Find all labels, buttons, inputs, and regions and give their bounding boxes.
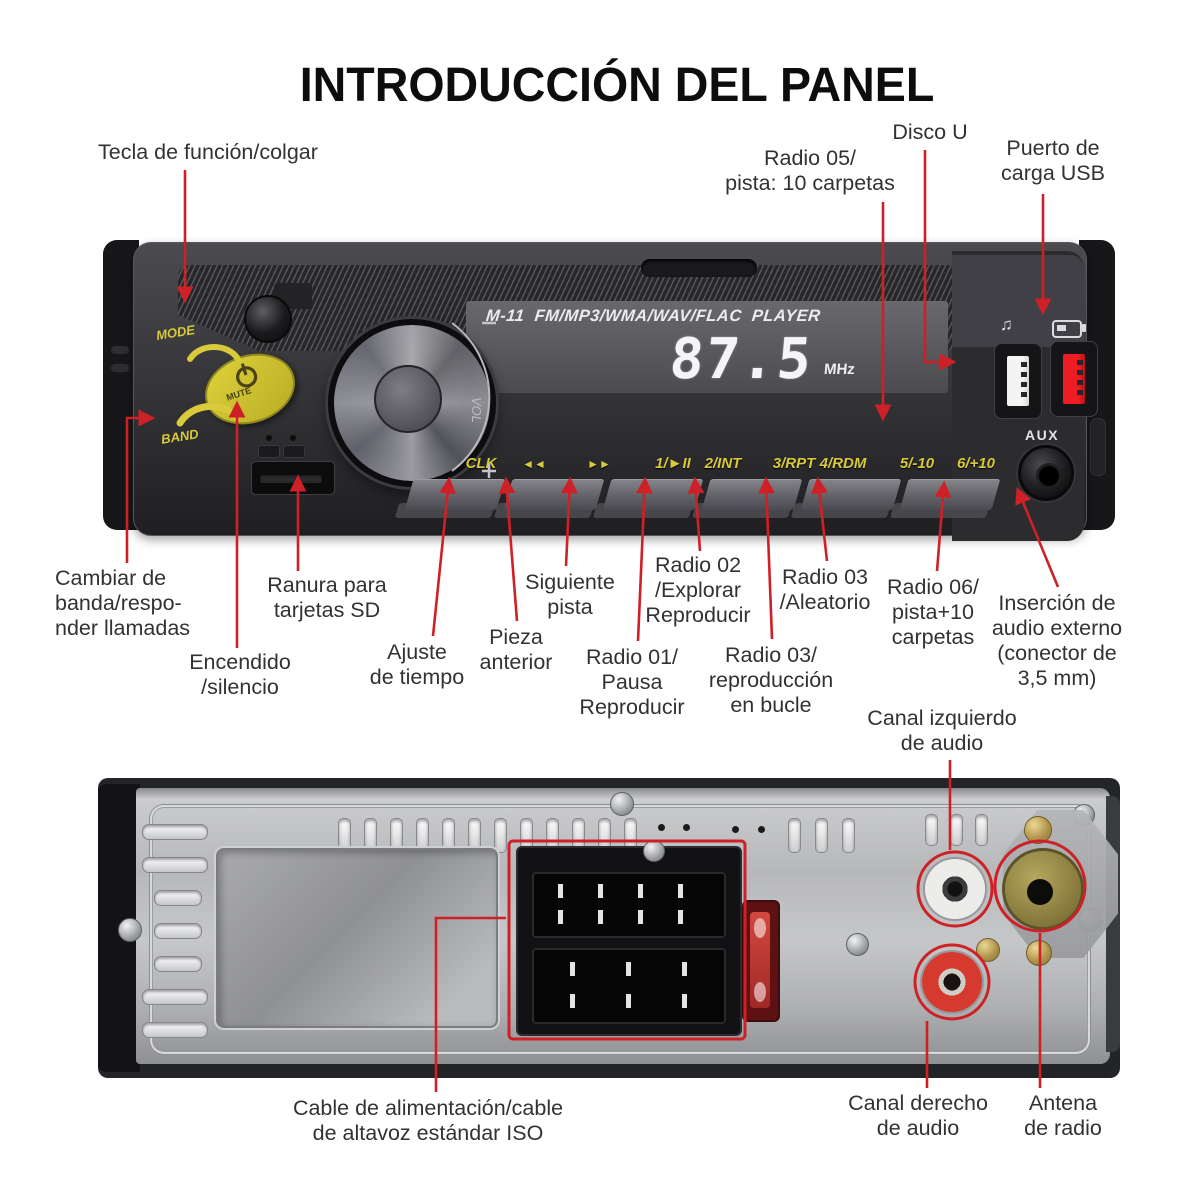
mini-button <box>258 445 280 458</box>
knob-hub <box>374 365 442 433</box>
vent-slot <box>975 814 988 846</box>
callout-right-channel: Canal derecho de audio <box>848 1091 988 1140</box>
usb-port-charging <box>1050 341 1098 417</box>
front-panel-glyphs: VOL <box>176 321 496 478</box>
stereo-back-panel <box>98 778 1120 1078</box>
battery-charge-icon <box>1052 320 1086 338</box>
vent-slot <box>494 818 507 853</box>
callout-time-adjust: Ajuste de tiempo <box>369 640 465 689</box>
usb-port-music <box>994 343 1042 419</box>
gold-screw <box>1026 940 1052 966</box>
iso-connector-block <box>516 846 742 1036</box>
band-phone-icon <box>176 402 240 427</box>
top-vent-slot <box>641 259 757 277</box>
vent-pill <box>154 923 202 939</box>
power-icon <box>236 363 258 388</box>
led-dot <box>266 435 272 441</box>
sleeve-slot <box>111 364 129 372</box>
key-5-minus10: 5/-10 <box>899 455 935 472</box>
stereo-front-panel: M-11 FM/MP3/WMA/WAV/FLAC PLAYER 87.5 MHz… <box>103 228 1115 541</box>
right-upper-band <box>952 255 1084 347</box>
callout-antenna: Antena de radio <box>1024 1091 1102 1140</box>
callout-aux-in: Inserción de audio externo (conector de … <box>991 591 1123 690</box>
callout-function-key: Tecla de función/colgar <box>98 140 318 164</box>
next-track-key: ►► <box>587 457 611 471</box>
callout-radio01: Radio 01/ Pausa Reproducir <box>579 645 685 719</box>
radio-antenna-jack <box>1002 848 1084 930</box>
callout-radio05: Radio 05/ pista: 10 carpetas <box>725 146 895 195</box>
screw <box>118 918 142 942</box>
page-title: INTRODUCCIÓN DEL PANEL <box>299 59 935 112</box>
sleeve-slot <box>1090 418 1106 476</box>
key-2-int: 2/INT <box>704 455 742 472</box>
front-face: M-11 FM/MP3/WMA/WAV/FLAC PLAYER 87.5 MHz… <box>133 242 1098 541</box>
volume-knob <box>328 319 496 487</box>
vol-label: VOL <box>469 397 484 423</box>
callout-radio02: Radio 02 /Explorar Reproducir <box>645 553 751 627</box>
iso-socket-lower <box>532 948 726 1024</box>
recessed-plate <box>216 848 498 1028</box>
sleeve-slot <box>111 346 129 354</box>
vent-pill <box>154 956 202 972</box>
key-6-plus10: 6/+10 <box>957 455 995 472</box>
callout-radio03-loop: Radio 03/ reproducción en bucle <box>708 643 834 717</box>
vent-pill <box>142 989 208 1005</box>
screw <box>846 933 869 956</box>
ir-sensor <box>244 295 292 343</box>
callout-sd-slot: Ranura para tarjetas SD <box>267 573 387 622</box>
vol-arc <box>451 322 491 472</box>
callout-usb-charge: Puerto de carga USB <box>1001 136 1105 185</box>
rca-jack-left-audio <box>925 859 985 919</box>
vent-pill <box>142 1022 208 1038</box>
gold-screw <box>1024 816 1052 844</box>
panel-hole <box>758 826 765 833</box>
panel-hole <box>658 824 665 831</box>
vent-pill <box>142 857 208 873</box>
vent-slot <box>950 814 963 846</box>
screw <box>610 792 634 816</box>
rca-jack-right-audio <box>922 952 982 1012</box>
music-note-icon: ♫ <box>1000 315 1013 334</box>
callout-next-track: Siguiente pista <box>525 570 615 619</box>
lcd-display <box>466 301 948 393</box>
vent-slot <box>925 814 938 846</box>
key-3-rpt: 3/RPT <box>772 455 816 472</box>
key-1-play-pause: 1/►II <box>655 455 691 472</box>
vent-slot <box>815 818 828 853</box>
callout-band-change: Cambiar de banda/respo- nder llamadas <box>55 566 191 640</box>
aux-label: AUX <box>1024 427 1060 443</box>
vent-pill <box>154 890 202 906</box>
panel-hole <box>683 824 690 831</box>
prev-track-key: ◄◄ <box>522 457 546 471</box>
mode-phone-icon <box>187 344 241 362</box>
callout-disco-u: Disco U <box>892 120 968 144</box>
led-dot <box>290 435 296 441</box>
iso-socket-upper <box>532 872 726 938</box>
vent-slot <box>842 818 855 853</box>
mini-button <box>283 445 305 458</box>
screw <box>643 840 665 862</box>
callout-iso-cable: Cable de alimentación/cable de altavoz e… <box>292 1096 564 1145</box>
key-4-rdm: 4/RDM <box>819 455 867 472</box>
callout-radio03-random: Radio 03 /Aleatorio <box>779 565 871 614</box>
callout-power-mute: Encendido /silencio <box>189 650 291 699</box>
gold-screw <box>976 938 1000 962</box>
panel-hole <box>732 826 739 833</box>
vent-slot <box>788 818 801 853</box>
callout-prev-track: Pieza anterior <box>479 625 553 674</box>
callout-left-channel: Canal izquierdo de audio <box>867 706 1017 755</box>
callout-radio06: Radio 06/ pista+10 carpetas <box>886 575 980 649</box>
vent-pill <box>142 824 208 840</box>
fuse-holder <box>742 900 780 1022</box>
